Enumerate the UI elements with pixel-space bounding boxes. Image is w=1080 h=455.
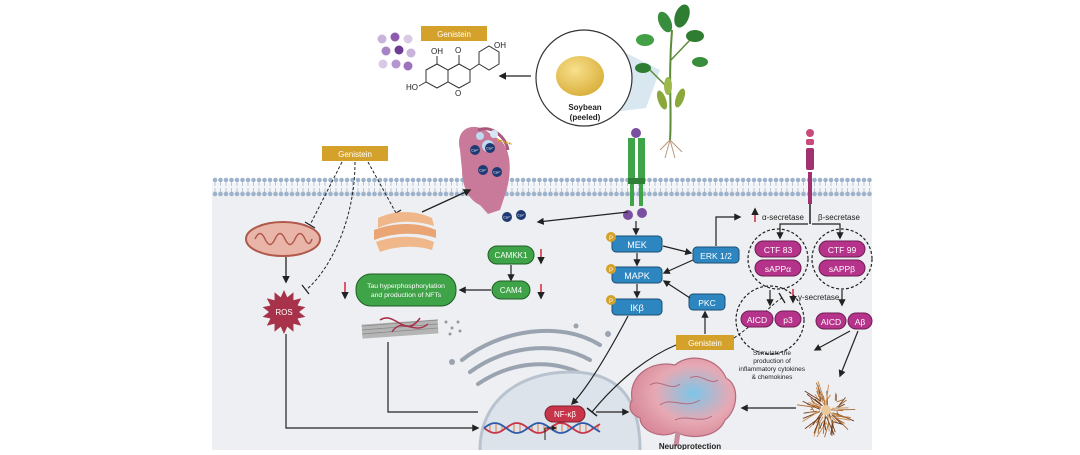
camkk1-label: CAMKK1 [495,251,528,260]
mek-phospho-label: P [609,236,613,242]
inflammation-line2: production of [753,358,791,365]
o-top-label: O [455,46,461,55]
sappb-label: sAPPβ [829,264,855,274]
inflammation-line3: inflammatory cytokines [739,366,806,373]
calcium-ion-label: Ca²⁺ [517,214,525,218]
ros-label: ROS [275,308,292,317]
mitochondria-icon [246,222,320,256]
aicd-right-label: AICD [821,317,841,327]
sappa-label: sAPPα [765,264,791,274]
mapk-phospho-label: P [609,268,613,274]
calcium-ion-label: Ca²⁺ [471,149,479,153]
genistein-label-top: Genistein [437,30,471,39]
calcium-ion-label: Ca²⁺ [486,147,494,151]
abeta-label: Aβ [855,317,866,327]
mapk-cascade: MEK P MAPK P IKβ P [606,232,662,315]
genistein-label-left: Genistein [338,150,372,159]
mapk-label: MAPK [624,271,650,281]
mek-label: MEK [627,240,647,250]
tau-box [356,274,456,306]
genistein-structure-group: Genistein OH O OH HO O [378,26,507,98]
endoplasmic-reticulum-icon [374,212,436,252]
genistein-label-right: Genistein [688,339,722,348]
tau-label-line1: Tau hyperphosphorylation [367,283,445,290]
ctf83-label: CTF 83 [764,245,793,255]
tau-label-line2: and production of NFTs [371,292,442,299]
ho-left-label: HO [406,83,418,92]
beta-secretase-label: β-secretase [818,213,861,222]
ikb-phospho-label: P [609,299,613,305]
pkc-label: PKC [698,298,715,308]
inflammation-line4: & chemokines [752,374,794,381]
ikb-label: IKβ [630,303,644,313]
o-ring-label: O [455,89,461,98]
calcium-ion-label: Ca²⁺ [503,216,511,220]
calcium-ion-label: Ca²⁺ [479,169,487,173]
genistein-molecules-icon [378,33,416,71]
soybean-label-line1: Soybean [568,103,601,112]
cam4-label: CAM4 [500,286,523,295]
inflammation-line1: Stimulate the [753,350,791,357]
gamma-secretase-label: γ-secretase [798,293,840,302]
aicd-left-label: AICD [747,315,767,325]
ctf99-label: CTF 99 [828,245,857,255]
erk-label: ERK 1/2 [700,251,732,261]
oh-top-label: OH [431,47,443,56]
nfkb-label: NF-κβ [554,410,576,419]
neuroprotection-label: Neuroprotection [659,442,721,450]
oh-right-label: OH [494,41,506,50]
soybean-label-line2: (peeled) [570,113,601,122]
p3-label: p3 [783,315,793,325]
calcium-ion-label: Ca²⁺ [493,171,501,175]
soybean-bean-icon [556,56,604,96]
alpha-secretase-label: α-secretase [762,213,805,222]
